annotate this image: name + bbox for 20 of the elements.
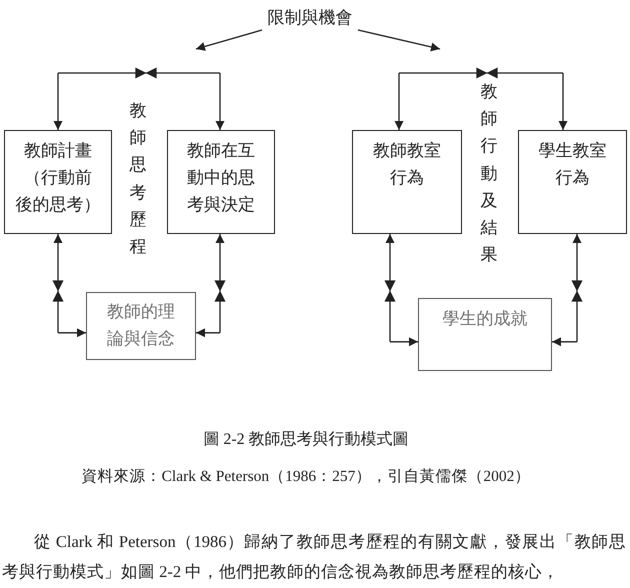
source-note: 資料來源：Clark & Peterson（1986：257），引自黃儒傑（2002）	[82, 467, 530, 487]
vertical-label: 教師行動及結果	[480, 81, 498, 268]
arrow	[54, 67, 224, 131]
process-box: 教師在互動中的思考與決定	[167, 130, 275, 234]
text-label: 限制與機會	[262, 5, 358, 32]
figure-caption: 圖 2-2 教師思考與行動模式圖	[203, 430, 409, 450]
process-box: 學生的成就	[418, 298, 552, 371]
process-box: 學生教室行為	[518, 130, 627, 234]
process-box: 教師的理論與信念	[86, 292, 196, 360]
arrow	[384, 233, 419, 346]
vertical-label: 教師思考歷程	[129, 100, 147, 260]
arrow	[195, 233, 226, 338]
arrow	[196, 29, 262, 51]
arrow	[52, 233, 87, 338]
process-box: 教師計畫（行動前後的思考）	[4, 130, 112, 234]
arrow	[551, 233, 582, 346]
arrow	[394, 67, 568, 131]
process-box: 教師教室行為	[352, 130, 462, 234]
arrow	[358, 29, 440, 52]
body-paragraph: 從 Clark 和 Peterson（1986）歸納了教師思考歷程的有關文獻，發展出「教師思考與行動模式」如圖 2-2 中，他們把教師的信念視為教師思考歷程的核心，	[2, 531, 626, 583]
